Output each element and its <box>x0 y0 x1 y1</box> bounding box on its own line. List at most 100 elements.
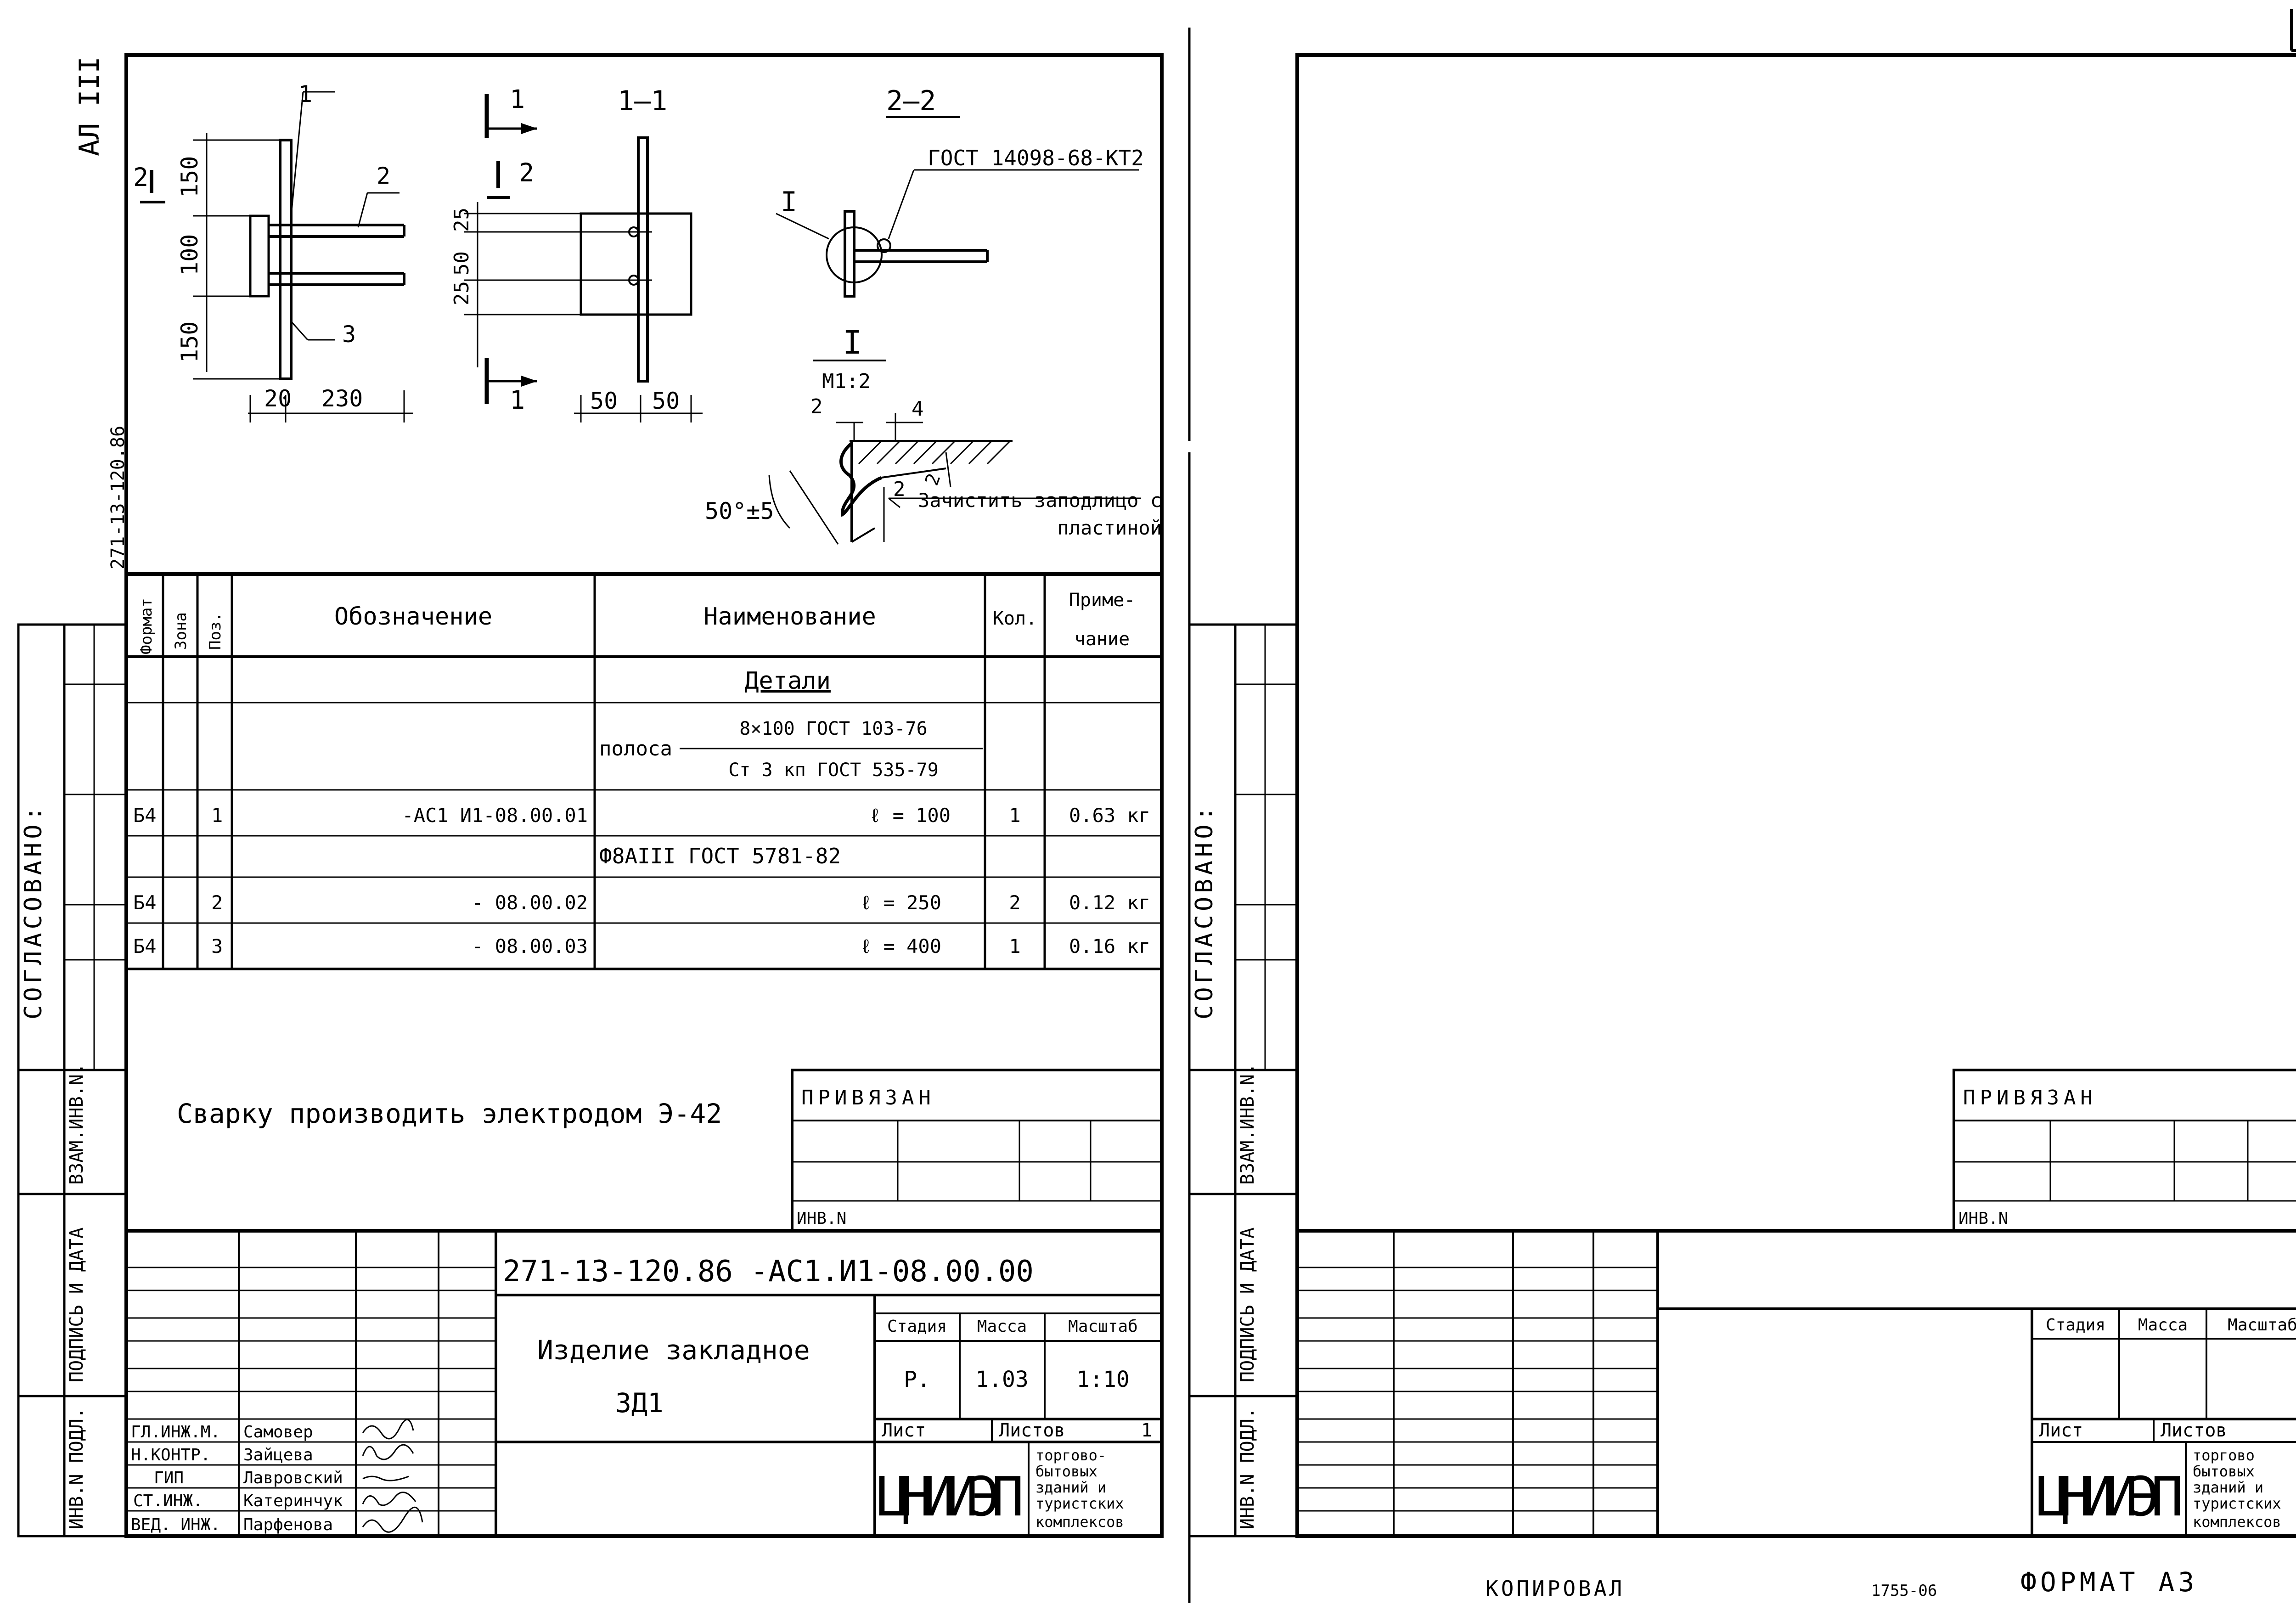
stage-value: Р. <box>904 1367 930 1392</box>
right-stage-header: Стадия <box>2046 1316 2105 1335</box>
right-inv-n-label: ИНВ.N <box>1958 1209 2008 1228</box>
name-4: Катеринчук <box>243 1492 343 1510</box>
item-name-line2: ЗД1 <box>615 1387 664 1419</box>
spec-armature: Ф8АIII ГОСТ 5781-82 <box>599 844 841 868</box>
hdr-format: Формат <box>137 598 156 654</box>
row3-format: Б4 <box>133 935 157 957</box>
cut-2-b-label: 2 <box>519 158 534 187</box>
scale-value: 1:10 <box>1076 1367 1130 1392</box>
side-inv: ИНВ.N ПОДЛ. <box>66 1408 87 1529</box>
side-sign: ПОДПИСЬ И ДАТА <box>66 1228 87 1382</box>
dim-150-top: 150 <box>176 156 203 197</box>
left-sheet <box>17 53 1164 1538</box>
row3-name: ℓ = 400 <box>860 935 941 957</box>
signatures <box>362 1419 423 1533</box>
dim-50b: 50 <box>652 388 680 414</box>
row3-note: 0.16 кг <box>1069 935 1150 957</box>
dim-50: 50 <box>450 251 473 276</box>
right-sheets-label: Листов <box>2161 1420 2227 1441</box>
left-inv-n-label: ИНВ.N <box>797 1209 846 1228</box>
pos-2-label: 2 <box>377 163 390 189</box>
left-title-block: 271-13-120.86 -АС1.И1-08.00.00 Изделие з… <box>131 1255 1152 1534</box>
hdr-zone: Зона <box>172 612 190 650</box>
role-3: ГИП <box>154 1469 184 1487</box>
dim-230: 230 <box>321 385 363 412</box>
hdr-pos: Поз. <box>206 612 225 650</box>
right-sheet <box>1188 53 2296 1538</box>
row1-designation: -АС1 И1-08.00.01 <box>402 804 588 827</box>
right-privyazan-label: ПРИВЯЗАН <box>1963 1086 2097 1109</box>
note-clean: Зачистить заподлицо с пластиной <box>917 489 1162 539</box>
dim-50a: 50 <box>590 388 618 414</box>
detail-scale: М1:2 <box>822 370 871 393</box>
row2-pos: 2 <box>211 891 223 914</box>
hdr-note-1: Приме- <box>1069 590 1136 611</box>
row1-note: 0.63 кг <box>1069 804 1150 827</box>
right-scale-header: Масштаб <box>2228 1316 2296 1335</box>
row2-format: Б4 <box>133 891 157 914</box>
right-sheet-labels: СОГЛАСОВАНО: ВЗАМ.ИНВ.N. ПОДПИСЬ И ДАТА … <box>1191 803 2296 1531</box>
left-side-stamps: АЛ III 271-13-120.86 СОГЛАСОВАНО: ВЗАМ.И… <box>20 56 129 1529</box>
welding-note: Сварку производить электродом Э-42 <box>177 1098 722 1129</box>
right-org-desc-3: зданий и <box>2193 1479 2263 1496</box>
right-org-desc-5: комплексов <box>2193 1513 2281 1531</box>
role-1: ГЛ.ИНЖ.М. <box>131 1423 220 1442</box>
detail-i-marker: I <box>781 186 797 218</box>
row1-format: Б4 <box>133 804 157 827</box>
org-desc-5: комплексов <box>1035 1513 1124 1531</box>
mass-header: Масса <box>977 1317 1027 1336</box>
footer-stamp: 1755-06 <box>1871 1582 1937 1600</box>
row3-designation: - 08.00.03 <box>472 935 588 957</box>
detail-dim-2c: 2 <box>921 471 945 488</box>
right-side-sign: ПОДПИСЬ И ДАТА <box>1237 1228 1258 1382</box>
row1-name: ℓ = 100 <box>869 804 951 827</box>
row3-pos: 3 <box>211 935 223 957</box>
name-5: Парфенова <box>243 1515 333 1534</box>
item-name-line1: Изделие закладное <box>537 1335 810 1366</box>
right-sheet-label: Лист <box>2039 1420 2083 1441</box>
note-clean-box: Зачистить заподлицо с пластиной <box>917 489 1162 539</box>
detail-dim-2b: 2 <box>893 478 906 501</box>
vertical-code-label: 271-13-120.86 <box>107 426 129 569</box>
scale-header: Масштаб <box>1068 1317 1138 1336</box>
name-2: Зайцева <box>243 1446 313 1464</box>
cut-1-bot: 1 <box>510 385 525 415</box>
detail-angle: 50°±5 <box>705 498 774 524</box>
side-vzam: ВЗАМ.ИНВ.N. <box>66 1063 87 1185</box>
row2-designation: - 08.00.02 <box>472 891 588 914</box>
hdr-qty: Кол. <box>993 608 1037 629</box>
cut-1-top: 1 <box>510 84 525 114</box>
dim-100: 100 <box>176 234 203 276</box>
org-desc-3: зданий и <box>1035 1479 1106 1496</box>
page-number-box: 9 <box>2290 9 2296 52</box>
cut-2-a-label: 2 <box>133 163 148 192</box>
vertical-top-label: АЛ III <box>73 56 106 156</box>
role-2: Н.КОНТР. <box>131 1446 210 1464</box>
sheets-label: Листов <box>999 1420 1065 1441</box>
right-org-logo: ЦНИИЭП <box>2037 1465 2183 1528</box>
right-org-desc-4: туристских <box>2193 1495 2281 1512</box>
name-3: Лавровский <box>243 1469 343 1487</box>
detail-i-title: I <box>843 324 862 361</box>
org-desc-1: торгово- <box>1035 1447 1106 1464</box>
name-1: Самовер <box>243 1423 313 1442</box>
side-agreed: СОГЛАСОВАНО: <box>20 803 47 1019</box>
footer-format: ФОРМАТ А3 <box>2020 1566 2198 1598</box>
dim-150-bot: 150 <box>176 321 203 363</box>
row2-qty: 2 <box>1009 891 1020 914</box>
detail-dim-2a: 2 <box>810 395 823 418</box>
drawing-labels: 1 2 3 2 150 100 150 20 230 25 50 25 1—1 … <box>133 81 1162 539</box>
role-4: СТ.ИНЖ. <box>133 1492 203 1510</box>
dim-25a: 25 <box>450 208 473 232</box>
pos-1-label: 1 <box>298 81 312 107</box>
spec-polosa-bot: Ст 3 кп ГОСТ 535-79 <box>728 760 939 781</box>
specification-table: Формат Зона Поз. Обозначение Наименовани… <box>133 590 1150 957</box>
row2-note: 0.12 кг <box>1069 891 1150 914</box>
hdr-designation: Обозначение <box>334 603 492 631</box>
row3-qty: 1 <box>1009 935 1020 957</box>
spec-polosa: полоса <box>599 737 672 760</box>
footer-copied: КОПИРОВАЛ <box>1486 1576 1625 1601</box>
right-side-inv: ИНВ.N ПОДЛ. <box>1237 1408 1258 1529</box>
embedded-part-drawing <box>140 91 1141 545</box>
